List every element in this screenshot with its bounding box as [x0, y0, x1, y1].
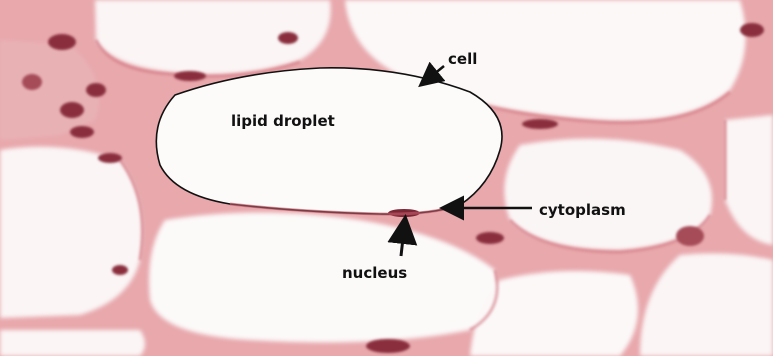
nucleus-dot	[112, 265, 128, 275]
nucleus-dot	[48, 34, 76, 50]
label-cell: cell	[448, 50, 477, 68]
label-nucleus: nucleus	[342, 264, 407, 282]
nucleus-dot	[22, 74, 42, 90]
adipocyte	[0, 330, 145, 356]
nucleus-dot	[278, 32, 298, 44]
nucleus-dot	[522, 119, 558, 129]
nucleus-dot	[70, 126, 94, 138]
nucleus-dot	[476, 232, 504, 244]
nucleus-dot	[86, 83, 106, 97]
nucleus-dot	[366, 339, 410, 353]
label-lipid-droplet: lipid droplet	[231, 112, 335, 130]
nucleus-dot	[98, 153, 122, 163]
nucleus-dot	[60, 102, 84, 118]
central-cell-outline	[156, 68, 502, 214]
nucleus-dot	[676, 226, 704, 246]
adipocyte	[0, 147, 143, 318]
nucleus-dot	[740, 23, 764, 37]
label-cytoplasm: cytoplasm	[539, 201, 626, 219]
nucleus-dot	[174, 71, 206, 81]
